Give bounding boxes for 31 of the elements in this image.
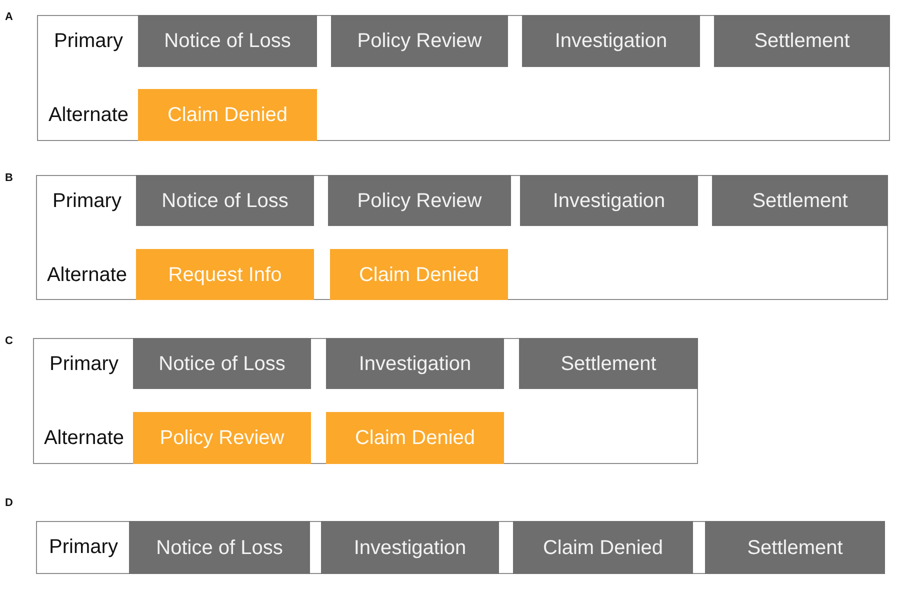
stage-box: Settlement: [714, 15, 890, 67]
row-label: Primary: [50, 352, 118, 376]
stage-box: Notice of Loss: [133, 338, 311, 389]
stage-box: Notice of Loss: [129, 521, 310, 574]
stage-box: Investigation: [520, 175, 698, 226]
stage-box: Investigation: [326, 338, 504, 389]
stage-box: Investigation: [522, 15, 700, 67]
row-label: Primary: [54, 29, 123, 53]
panel-letter: C: [5, 335, 13, 347]
stage-box: Request Info: [136, 249, 314, 300]
row-label: Alternate: [46, 262, 128, 286]
row-label: Alternate: [48, 103, 129, 127]
stage-box: Claim Denied: [513, 521, 693, 574]
row-label: Primary: [49, 535, 118, 559]
stage-box: Investigation: [321, 521, 499, 574]
stage-box: Claim Denied: [330, 249, 508, 300]
panel-letter: A: [5, 11, 13, 23]
stage-box: Claim Denied: [326, 412, 504, 464]
panel-letter: D: [5, 497, 13, 509]
stage-box: Settlement: [712, 175, 888, 226]
row-label: Primary: [52, 188, 122, 212]
stage-box: Policy Review: [328, 175, 511, 226]
stage-box: Settlement: [705, 521, 885, 574]
stage-box: Claim Denied: [138, 89, 317, 141]
stage-box: Notice of Loss: [136, 175, 314, 226]
stage-box: Settlement: [519, 338, 698, 389]
row-label: Alternate: [44, 426, 124, 450]
stage-box: Policy Review: [331, 15, 508, 67]
panel-letter: B: [5, 172, 13, 184]
stage-box: Notice of Loss: [138, 15, 317, 67]
stage-box: Policy Review: [133, 412, 311, 464]
